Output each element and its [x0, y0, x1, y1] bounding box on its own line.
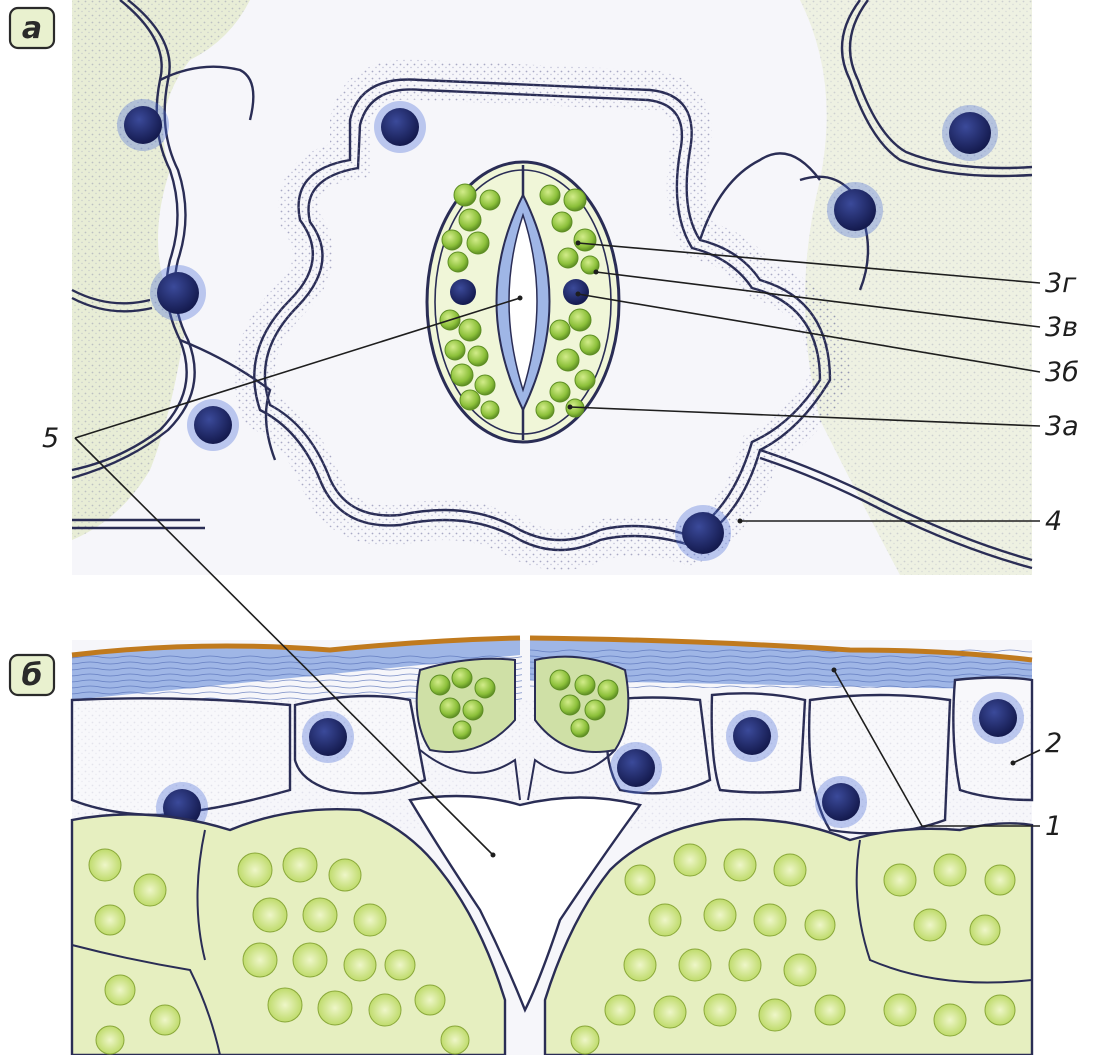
label-2: 2	[1045, 728, 1062, 759]
label-5: 5	[42, 423, 59, 454]
label-3a: 3а	[1045, 411, 1079, 442]
mesophyll-tissue	[72, 796, 1032, 1055]
stomatal-apparatus	[427, 162, 619, 442]
label-3v: 3в	[1045, 312, 1078, 343]
guard-cell-nucleus	[450, 279, 476, 305]
panel-badge-b: б	[10, 655, 54, 695]
panel-badge-b-text: б	[22, 658, 43, 693]
guard-cell-nucleus	[563, 279, 589, 305]
label-3g: 3г	[1045, 268, 1077, 299]
panel-b-illustration	[72, 638, 1032, 1055]
panel-a-illustration	[72, 0, 1032, 575]
panel-badge-a-text: а	[22, 11, 42, 46]
label-4: 4	[1045, 506, 1062, 537]
label-3b: 3б	[1045, 357, 1079, 388]
label-1: 1	[1045, 811, 1062, 842]
panel-badge-a: а	[10, 8, 54, 48]
